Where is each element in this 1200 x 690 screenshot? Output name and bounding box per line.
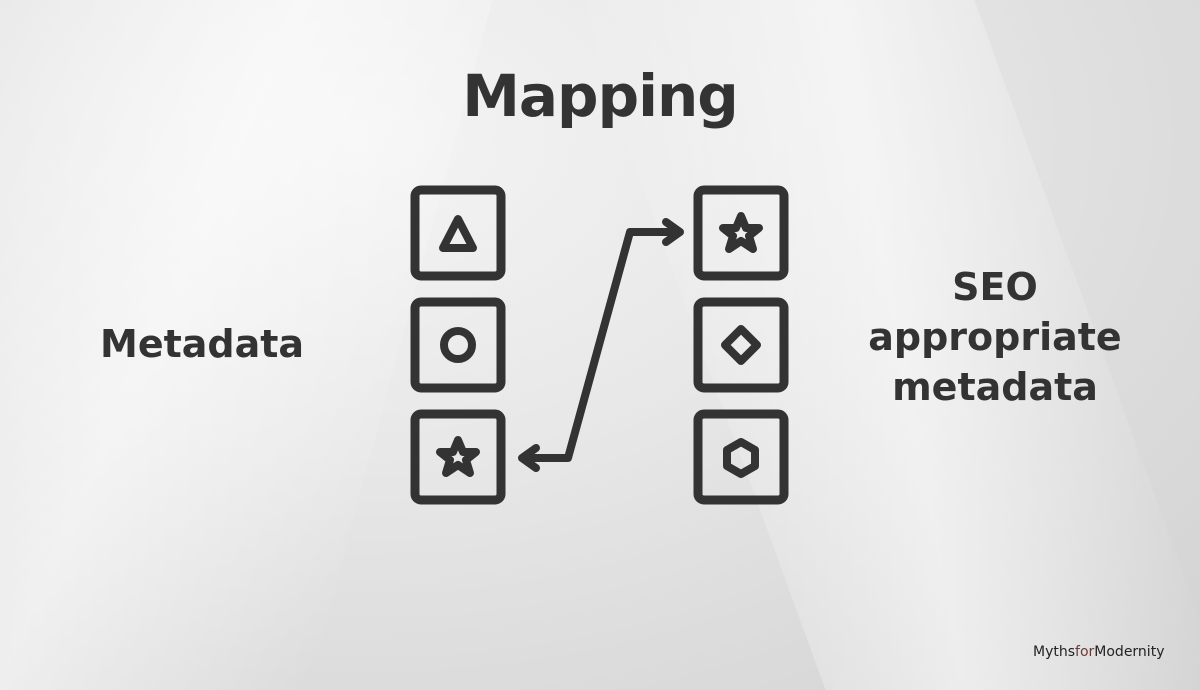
hexagon-icon: [723, 438, 759, 478]
left-box-2: [410, 297, 506, 393]
right-box-3: [693, 409, 789, 505]
arrowhead-left: [518, 444, 540, 472]
triangle-icon: [439, 215, 477, 252]
right-label-line: SEO: [952, 265, 1038, 309]
logo: MythsforModernity: [1033, 644, 1164, 660]
logo-part: Modernity: [1094, 644, 1165, 660]
star-icon: [436, 436, 480, 477]
right-box-2: [693, 297, 789, 393]
left-box-3: [410, 409, 506, 505]
connector-line: [520, 228, 682, 462]
right-label-line: appropriate: [868, 315, 1122, 359]
star-icon: [719, 212, 763, 253]
left-label: Metadata: [100, 322, 305, 366]
right-label: SEO appropriate metadata: [850, 262, 1140, 412]
right-box-1: [693, 185, 789, 281]
logo-part: for: [1075, 644, 1095, 660]
circle-icon: [440, 327, 476, 363]
page-title: Mapping: [462, 62, 739, 130]
logo-part: Myths: [1033, 644, 1076, 660]
right-label-line: metadata: [892, 365, 1098, 409]
diamond-icon: [721, 325, 761, 365]
arrowhead-right: [662, 218, 684, 246]
left-box-1: [410, 185, 506, 281]
